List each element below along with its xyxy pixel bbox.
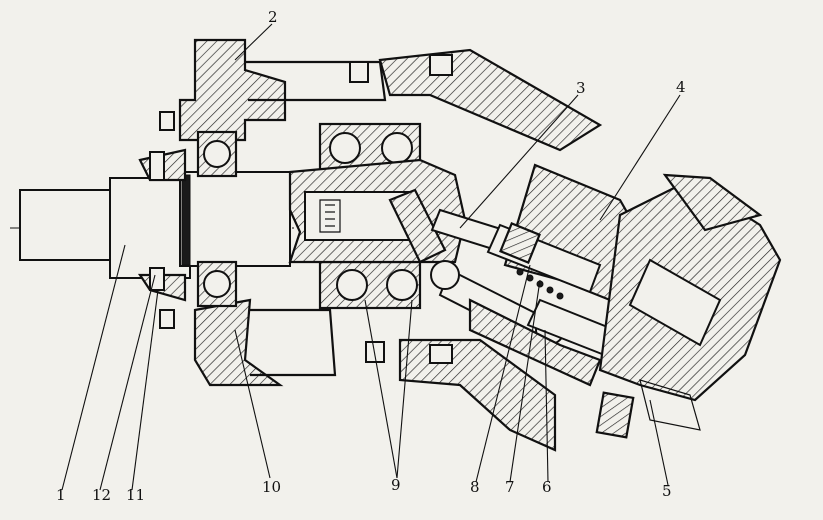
callout-4: 4 (676, 78, 686, 96)
callout-11: 11 (126, 486, 146, 504)
bearing-rear-lower (318, 260, 422, 310)
callout-8: 8 (470, 478, 480, 496)
center-spring (516, 268, 564, 300)
callout-1: 1 (56, 486, 66, 504)
callout-12: 12 (92, 486, 112, 504)
callout-5: 5 (662, 482, 672, 500)
center-pin (388, 188, 447, 264)
drive-shaft (19, 171, 291, 279)
rear-cover (595, 173, 782, 439)
callout-3: 3 (576, 79, 586, 97)
bearing-front-lower (196, 260, 238, 308)
bolts (159, 54, 453, 364)
front-cover (137, 148, 187, 302)
bearing-front-upper (196, 130, 238, 178)
callout-10: 10 (262, 478, 282, 496)
callout-6: 6 (542, 478, 552, 496)
callout-2: 2 (268, 8, 278, 26)
callout-7: 7 (505, 478, 515, 496)
leader-lines (61, 23, 681, 491)
callout-9: 9 (391, 476, 401, 494)
